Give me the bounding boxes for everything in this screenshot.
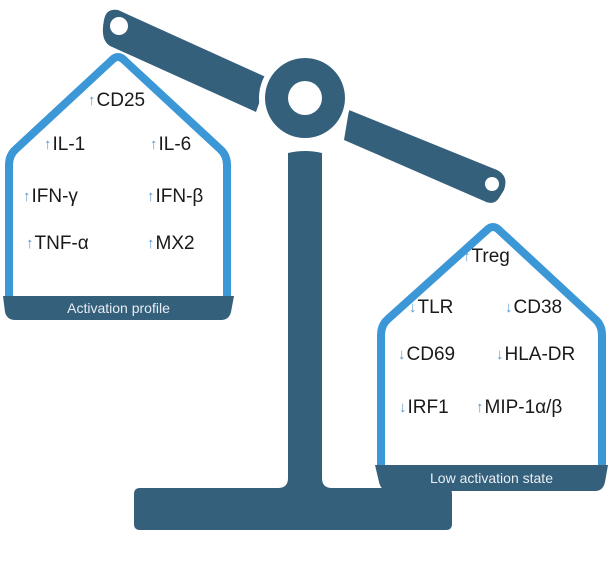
right-pan [375, 223, 608, 491]
up-arrow-icon: ↑ [23, 188, 31, 205]
up-arrow-icon: ↑ [463, 248, 471, 265]
down-arrow-icon: ↓ [496, 346, 504, 363]
marker-ifn-beta: ↑IFN-β [147, 186, 204, 207]
marker-irf1: ↓IRF1 [399, 397, 449, 418]
left-pan-label: Activation profile [67, 300, 170, 316]
right-pan-base [375, 465, 608, 491]
left-hook-hole [110, 17, 128, 35]
marker-tlr: ↓TLR [409, 297, 454, 318]
pivot-hole [288, 81, 322, 115]
up-arrow-icon: ↑ [26, 235, 34, 252]
marker-il1: ↑IL-1 [44, 134, 86, 155]
up-arrow-icon: ↑ [476, 399, 484, 416]
marker-cd25: ↑CD25 [88, 90, 146, 111]
marker-mip1: ↑MIP-1α/β [476, 397, 563, 418]
left-pan [3, 53, 234, 320]
right-pan-label: Low activation state [430, 470, 553, 486]
marker-cd38: ↓CD38 [505, 297, 563, 318]
down-arrow-icon: ↓ [398, 346, 406, 363]
marker-hla-dr: ↓HLA-DR [496, 344, 576, 365]
down-arrow-icon: ↓ [505, 299, 513, 316]
marker-treg: ↑Treg [463, 246, 510, 267]
marker-cd69: ↓CD69 [398, 344, 456, 365]
down-arrow-icon: ↓ [409, 299, 417, 316]
up-arrow-icon: ↑ [147, 235, 155, 252]
right-hook-hole [485, 177, 499, 191]
up-arrow-icon: ↑ [147, 188, 155, 205]
marker-ifn-gamma: ↑IFN-γ [23, 186, 78, 207]
marker-mx2: ↑MX2 [147, 233, 195, 254]
marker-il6: ↑IL-6 [150, 134, 192, 155]
down-arrow-icon: ↓ [399, 399, 407, 416]
up-arrow-icon: ↑ [88, 92, 96, 109]
post [134, 151, 452, 530]
up-arrow-icon: ↑ [44, 136, 52, 153]
beam-left-arm [102, 9, 268, 112]
left-pan-base [3, 296, 234, 320]
up-arrow-icon: ↑ [150, 136, 158, 153]
marker-tnf-alpha: ↑TNF-α [26, 233, 89, 254]
beam-right-arm [344, 110, 506, 203]
